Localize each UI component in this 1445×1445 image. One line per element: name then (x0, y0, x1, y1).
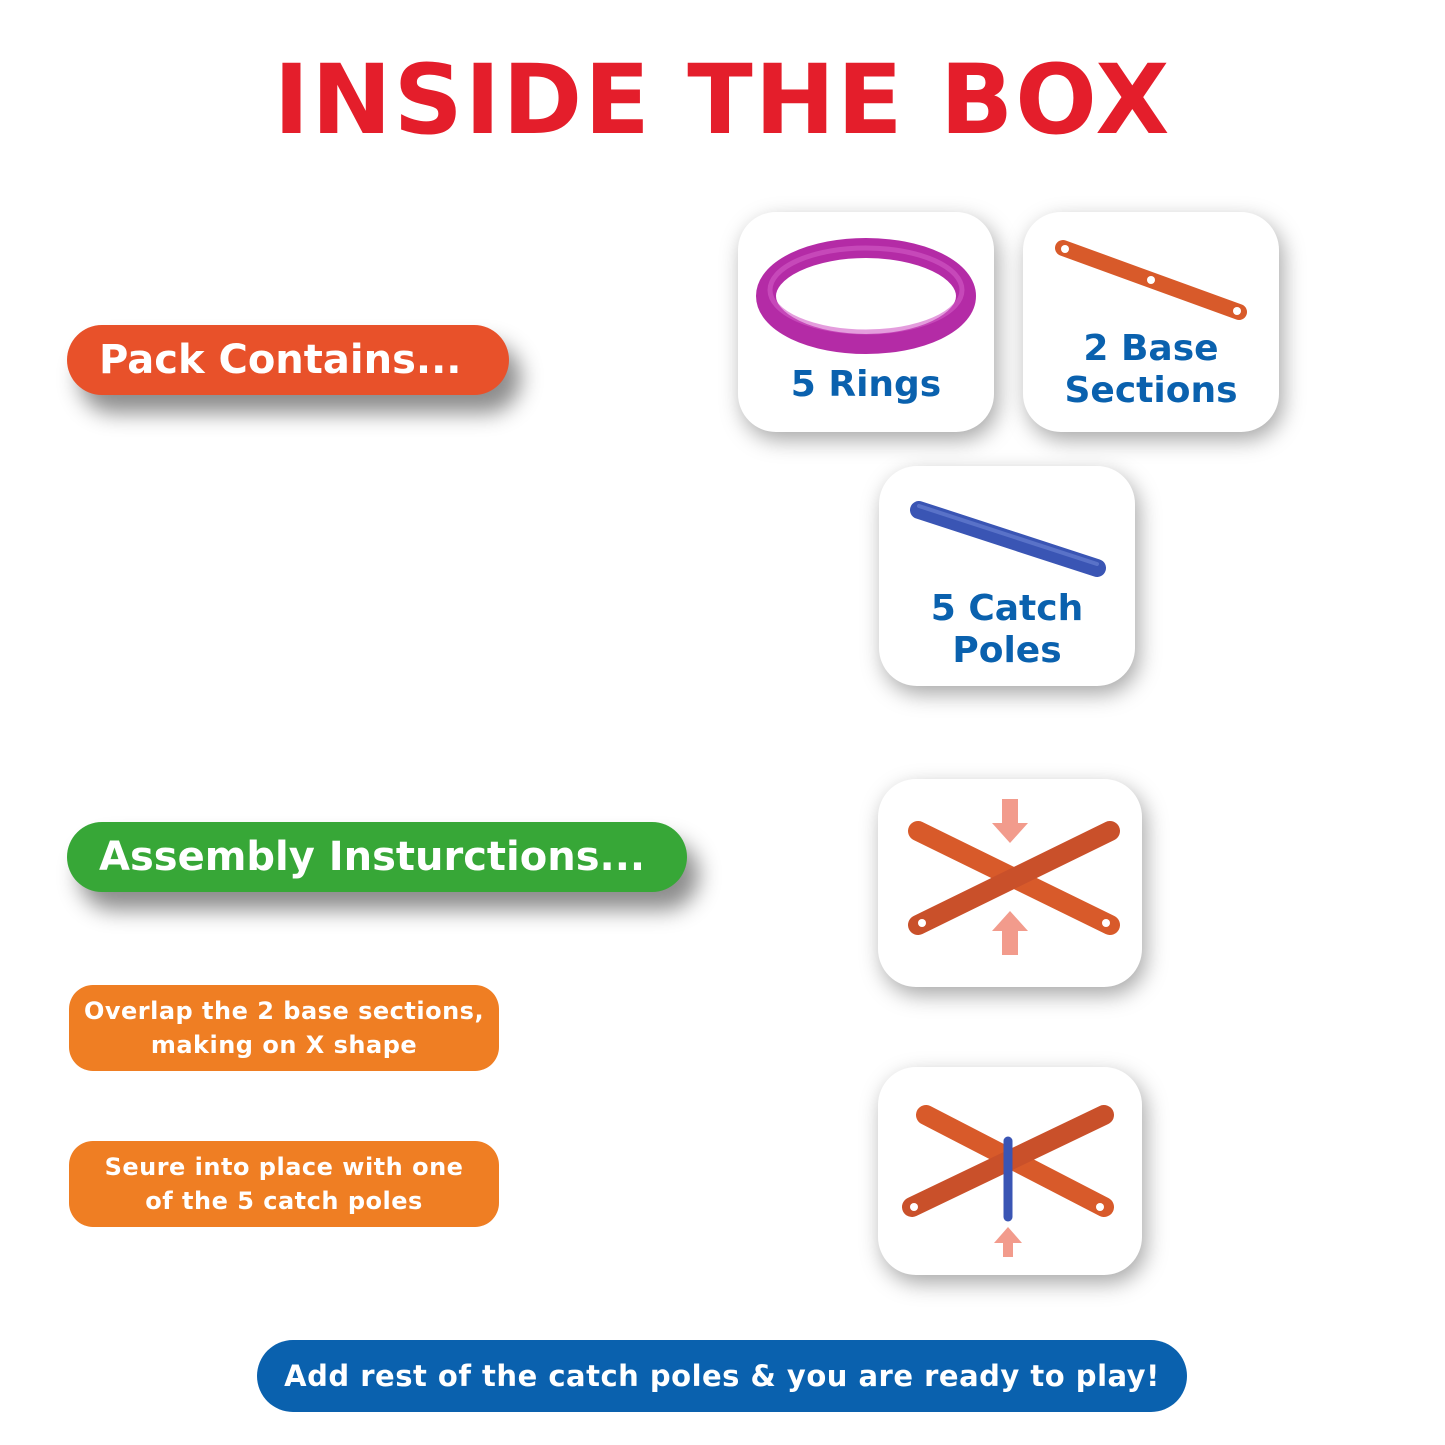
catch-poles-label-line1: 5 Catch (930, 588, 1084, 629)
arrow-up-icon (994, 1227, 1022, 1257)
assembly-instructions-heading: Assembly Insturctions... (67, 822, 687, 892)
base-sections-label: 2 Base Sections (1023, 328, 1279, 412)
rings-card: 5 Rings (738, 212, 994, 432)
step-2-line2: of the 5 catch poles (145, 1187, 423, 1215)
base-sections-card: 2 Base Sections (1023, 212, 1279, 432)
step-2-pill: Seure into place with one of the 5 catch… (69, 1141, 499, 1227)
x-with-pole-icon (902, 1105, 1114, 1257)
catch-poles-card: 5 Catch Poles (879, 466, 1135, 686)
step-1-line1: Overlap the 2 base sections, (83, 997, 485, 1025)
catch-pole-icon (910, 501, 1106, 577)
step-1-line2: making on X shape (150, 1031, 418, 1059)
page-title: Inside The Box (273, 44, 1172, 156)
pack-contains-heading: Pack Contains... (67, 325, 509, 395)
arrow-up-icon (992, 911, 1028, 955)
ring-icon (756, 238, 976, 354)
x-overlap-icon (908, 799, 1120, 955)
step-1-pill: Overlap the 2 base sections, making on X… (69, 985, 499, 1071)
secure-step-card (878, 1067, 1142, 1275)
final-instruction-banner: Add rest of the catch poles & you are re… (257, 1340, 1187, 1412)
catch-poles-label-line2: Poles (952, 630, 1062, 671)
base-section-icon (1055, 240, 1247, 320)
catch-poles-label: 5 Catch Poles (879, 588, 1135, 672)
base-sections-label-line2: Sections (1064, 370, 1238, 411)
arrow-down-icon (992, 799, 1028, 843)
base-sections-label-line1: 2 Base (1083, 328, 1219, 369)
overlap-step-card (878, 779, 1142, 987)
rings-label: 5 Rings (790, 364, 942, 405)
step-2-line1: Seure into place with one (104, 1153, 464, 1181)
